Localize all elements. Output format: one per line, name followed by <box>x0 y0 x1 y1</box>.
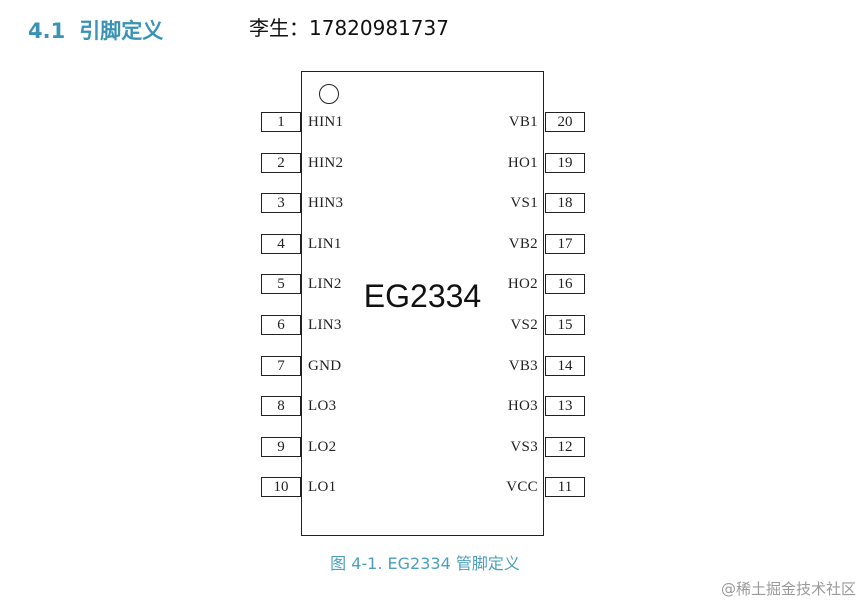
right-pin-label: VB3 <box>508 358 538 374</box>
right-pin-label: VS3 <box>510 439 538 455</box>
left-pin-label: LIN2 <box>308 276 342 292</box>
chip-body: EG2334 <box>301 71 544 536</box>
left-pin-number: 7 <box>261 356 301 376</box>
left-pin-number: 4 <box>261 234 301 254</box>
right-pin-label: VS1 <box>510 195 538 211</box>
left-pin-label: HIN3 <box>308 195 344 211</box>
section-heading: 4.1 引脚定义 <box>28 16 163 46</box>
right-pin-number: 18 <box>545 193 585 213</box>
pin1-marker-circle <box>319 84 339 104</box>
figure-caption: 图 4-1. EG2334 管脚定义 <box>330 554 520 573</box>
right-pin-number: 12 <box>545 437 585 457</box>
left-pin-label: LIN1 <box>308 236 342 252</box>
left-pin-number: 6 <box>261 315 301 335</box>
left-pin-number: 1 <box>261 112 301 132</box>
left-pin-number: 8 <box>261 396 301 416</box>
left-pin-number: 5 <box>261 274 301 294</box>
watermark: @稀土掘金技术社区 <box>720 580 856 598</box>
left-pin-label: LIN3 <box>308 317 342 333</box>
right-pin-number: 17 <box>545 234 585 254</box>
left-pin-label: LO2 <box>308 439 337 455</box>
right-pin-label: VB2 <box>508 236 538 252</box>
left-pin-number: 10 <box>261 477 301 497</box>
left-pin-label: LO1 <box>308 479 337 495</box>
left-pin-label: GND <box>308 358 342 374</box>
right-pin-number: 20 <box>545 112 585 132</box>
right-pin-label: VS2 <box>510 317 538 333</box>
right-pin-label: HO2 <box>507 276 538 292</box>
right-pin-label: VB1 <box>508 114 538 130</box>
right-pin-number: 11 <box>545 477 585 497</box>
left-pin-label: HIN2 <box>308 155 344 171</box>
right-pin-number: 19 <box>545 153 585 173</box>
right-pin-label: HO1 <box>507 155 538 171</box>
left-pin-number: 2 <box>261 153 301 173</box>
chip-name: EG2334 <box>363 278 482 314</box>
right-pin-number: 15 <box>545 315 585 335</box>
section-number: 4.1 <box>28 19 66 43</box>
right-pin-label: HO3 <box>507 398 538 414</box>
left-pin-number: 9 <box>261 437 301 457</box>
left-pin-number: 3 <box>261 193 301 213</box>
right-pin-number: 13 <box>545 396 585 416</box>
right-pin-number: 14 <box>545 356 585 376</box>
left-pin-label: HIN1 <box>308 114 344 130</box>
right-pin-label: VCC <box>506 479 538 495</box>
section-title: 引脚定义 <box>79 19 164 43</box>
right-pin-number: 16 <box>545 274 585 294</box>
contact-text: 李生：17820981737 <box>249 16 449 40</box>
left-pin-label: LO3 <box>308 398 337 414</box>
